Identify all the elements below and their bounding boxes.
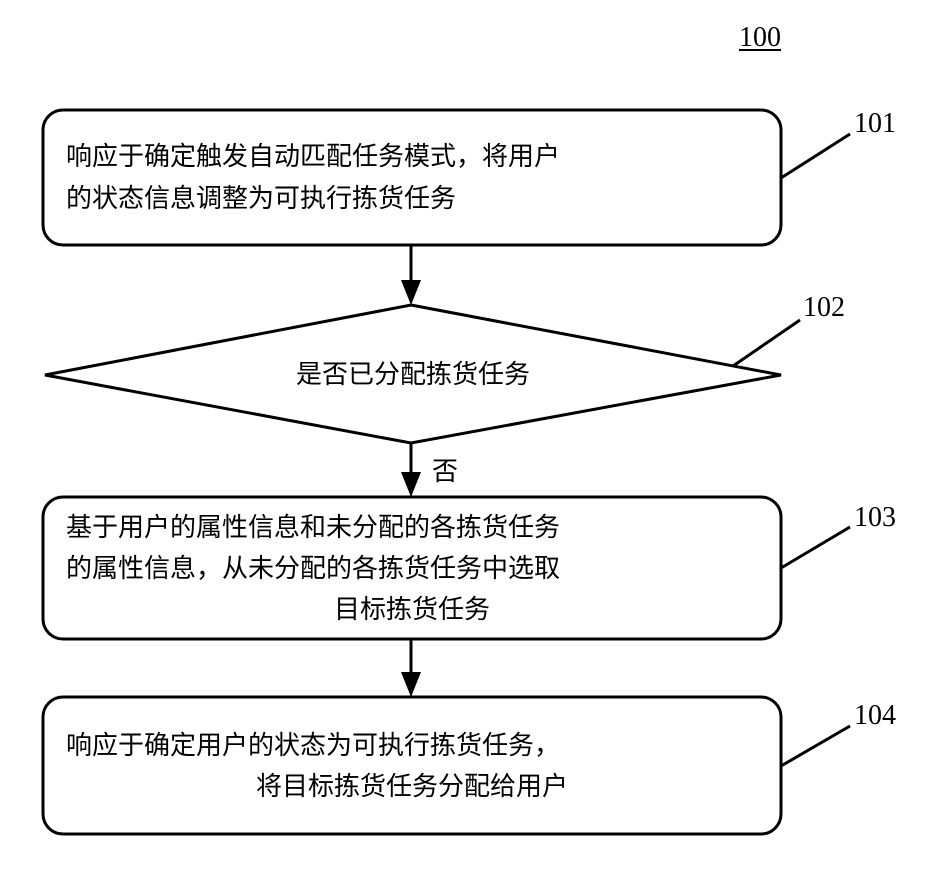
step-103-text-line-2: 的属性信息，从未分配的各拣货任务中选取 <box>66 550 560 588</box>
ref-label-102: 102 <box>803 292 845 324</box>
step-104-text-line-1: 响应于确定用户的状态为可执行拣货任务， <box>66 727 560 765</box>
ref-label-101: 101 <box>854 108 896 140</box>
ref-label-103: 103 <box>854 502 896 534</box>
figure-number: 100 <box>739 22 781 54</box>
leader-line-104 <box>781 726 850 766</box>
step-102-question: 是否已分配拣货任务 <box>45 356 781 394</box>
leader-line-103 <box>781 527 850 568</box>
step-101-text-line-2: 的状态信息调整为可执行拣货任务 <box>66 180 456 218</box>
step-103-text-line-3: 目标拣货任务 <box>43 591 781 629</box>
step-103-text-line-1: 基于用户的属性信息和未分配的各拣货任务 <box>66 509 560 547</box>
arrow-102-to-103 <box>401 443 421 497</box>
branch-label-no: 否 <box>432 453 458 491</box>
step-101-box <box>43 110 781 245</box>
arrow-101-to-102 <box>401 245 421 305</box>
step-104-text-line-2: 将目标拣货任务分配给用户 <box>43 768 781 806</box>
leader-line-101 <box>781 134 850 178</box>
ref-label-104: 104 <box>854 700 896 732</box>
step-104-box <box>43 697 781 834</box>
arrow-103-to-104 <box>401 639 421 697</box>
step-101-text-line-1: 响应于确定触发自动匹配任务模式，将用户 <box>66 138 560 176</box>
